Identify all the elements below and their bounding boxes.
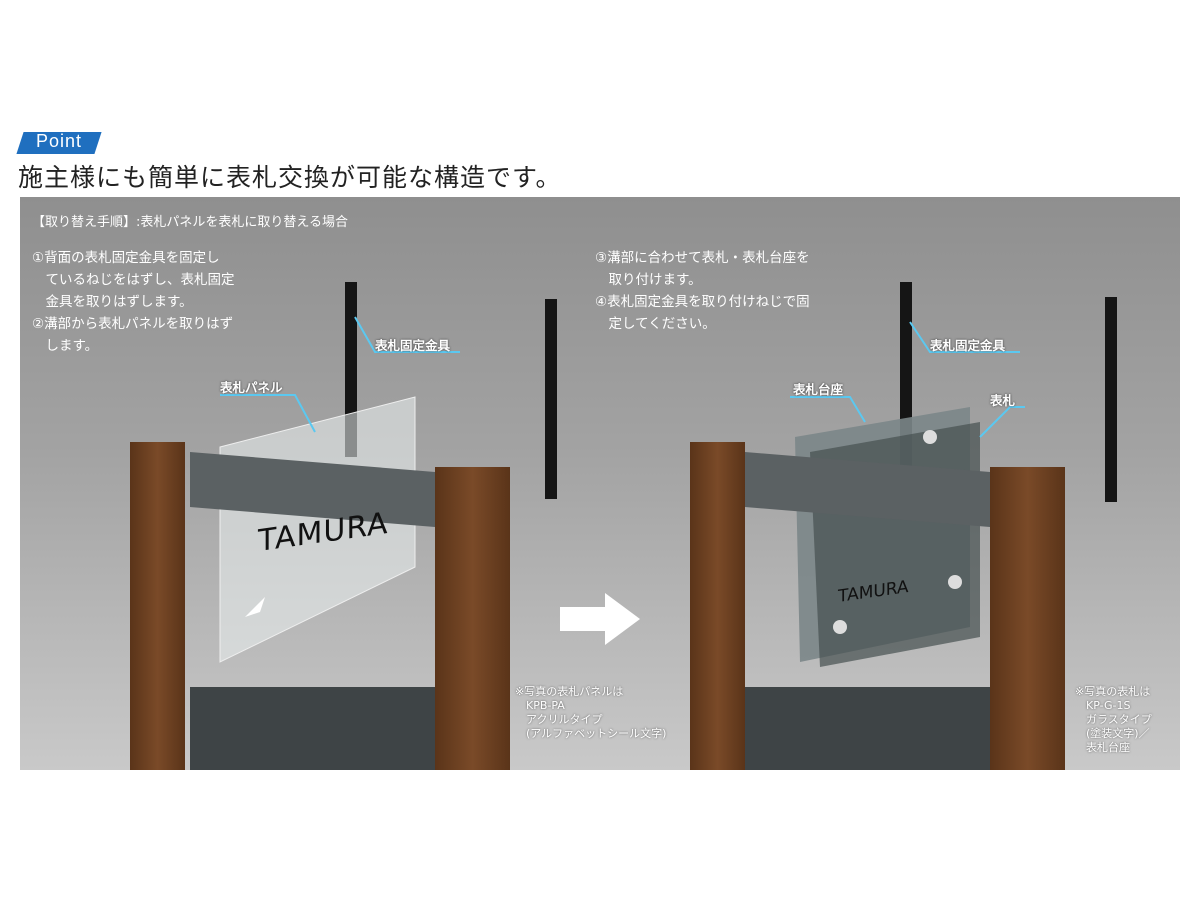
note-left: ※写真の表札パネルは KPB-PA アクリルタイプ (アルファベットシール文字) bbox=[515, 685, 667, 740]
step-3: ③溝部に合わせて表札・表札台座を 取り付けます。 bbox=[595, 250, 810, 288]
label-bracket-left: 表札固定金具 bbox=[375, 338, 451, 353]
point-badge-text: Point bbox=[36, 131, 83, 151]
wood-post bbox=[435, 467, 510, 770]
note-right: ※写真の表札は KP-G-1S ガラスタイプ (塗装文字)／ 表札台座 bbox=[1075, 685, 1152, 754]
headline: 施主様にも簡単に表札交換が可能な構造です。 bbox=[18, 163, 562, 192]
lower-box bbox=[190, 687, 435, 770]
label-plate: 表札 bbox=[990, 393, 1016, 408]
top-rail bbox=[190, 452, 435, 527]
wood-post bbox=[130, 442, 185, 770]
left-assembly bbox=[130, 282, 557, 770]
procedure-caption: 【取り替え手順】:表札パネルを表札に取り替える場合 bbox=[32, 215, 348, 230]
right-assembly bbox=[690, 282, 1117, 770]
illustration-panel: 【取り替え手順】:表札パネルを表札に取り替える場合 ①背面の表札固定金具を固定し… bbox=[20, 197, 1180, 770]
label-bracket-right: 表札固定金具 bbox=[930, 338, 1006, 353]
label-base: 表札台座 bbox=[793, 382, 844, 397]
product-illustration bbox=[130, 282, 1117, 770]
bracket-left-detached bbox=[545, 299, 557, 499]
label-panel: 表札パネル bbox=[220, 380, 283, 395]
step-4: ④表札固定金具を取り付けねじで固 定してください。 bbox=[595, 294, 810, 332]
arrow-right-icon bbox=[560, 593, 640, 645]
step-1: ①背面の表札固定金具を固定し ているねじをはずし、表札固定 金具を取りはずします… bbox=[32, 250, 235, 310]
step-2: ②溝部から表札パネルを取りはず します。 bbox=[32, 316, 234, 354]
